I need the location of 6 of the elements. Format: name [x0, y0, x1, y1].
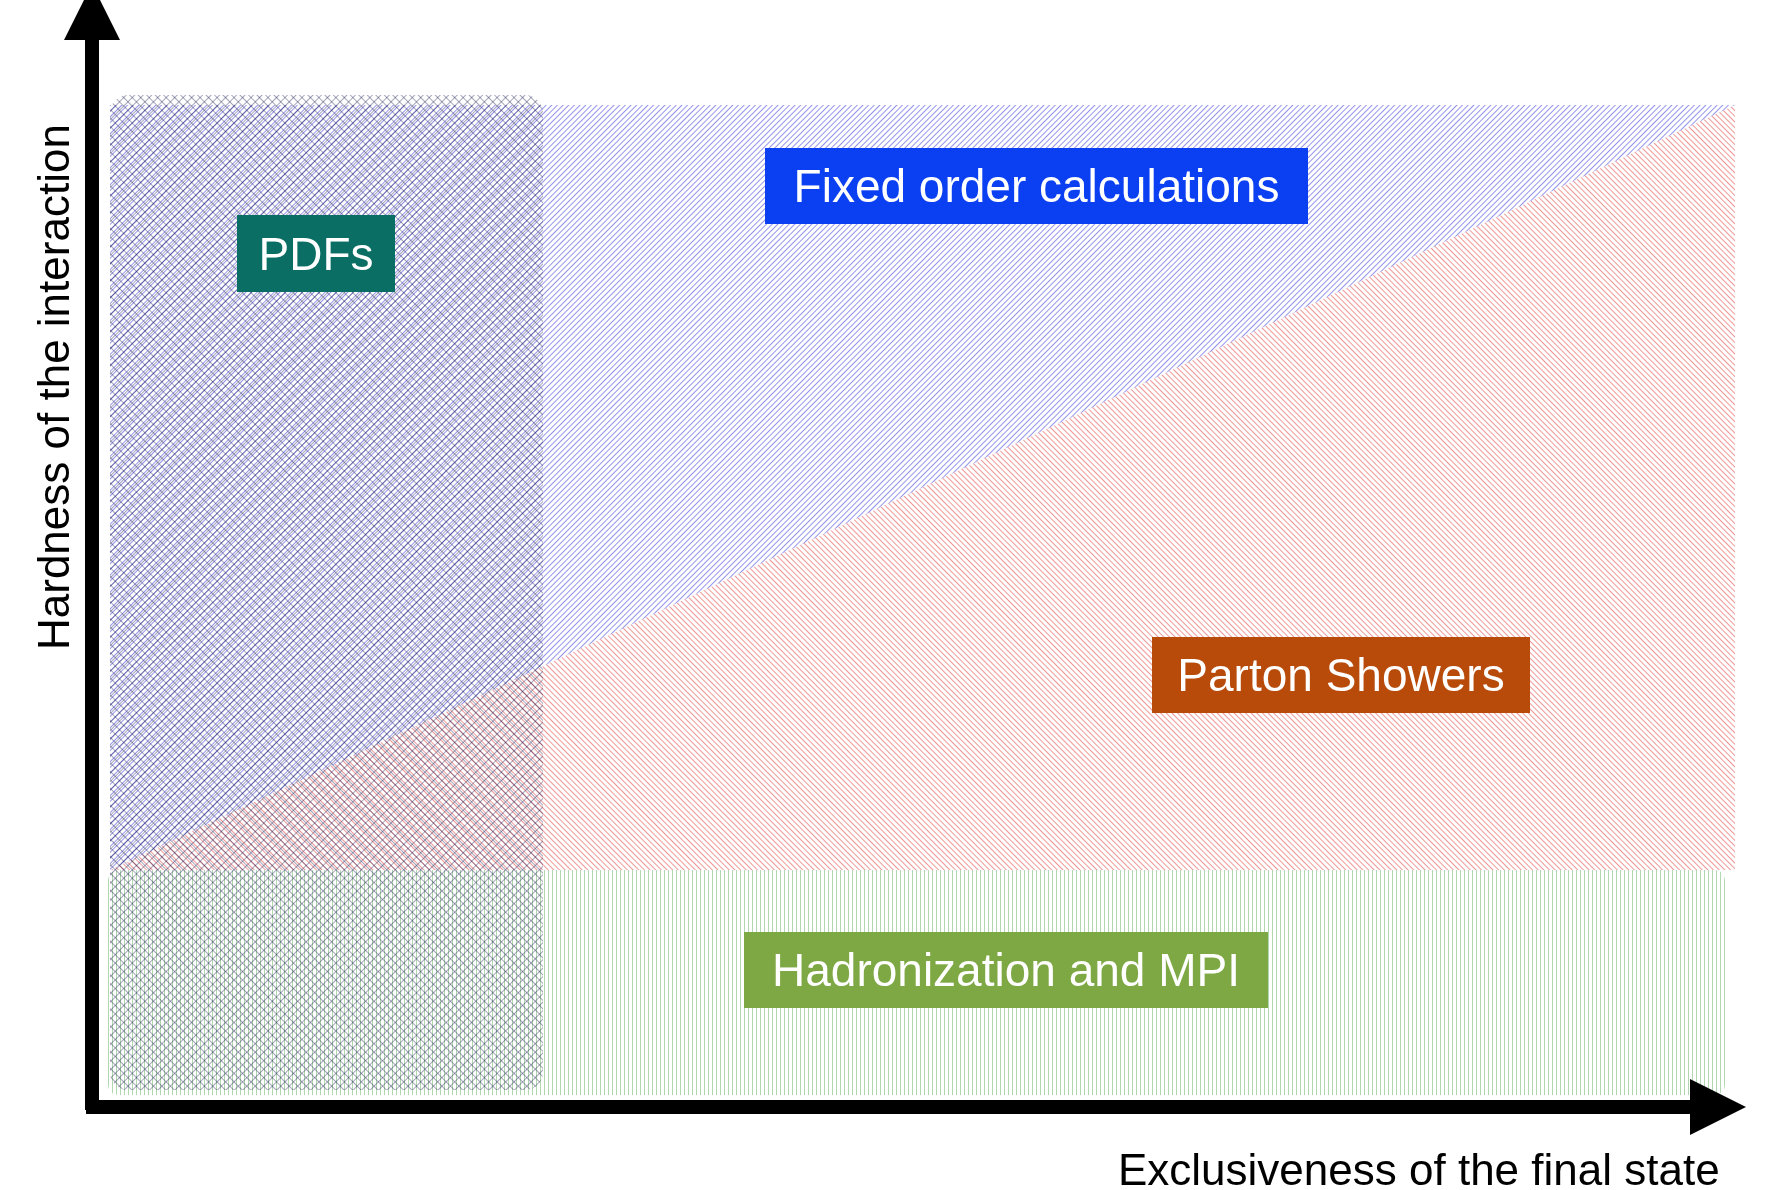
region-label: Parton Showers: [1152, 637, 1530, 713]
region-label: Fixed order calculations: [765, 148, 1308, 224]
region-label: Hadronization and MPI: [744, 932, 1268, 1008]
axis-title: Hardness of the interaction: [32, 124, 76, 650]
axis-title: Exclusiveness of the final state: [1118, 1148, 1720, 1190]
region-label: PDFs: [237, 215, 395, 292]
